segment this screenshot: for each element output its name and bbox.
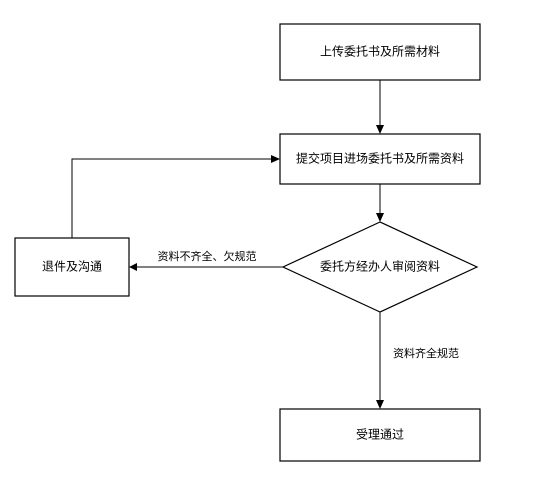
node-accept-label: 受理通过	[356, 428, 404, 442]
node-review-label: 委托方经办人审阅资料	[320, 259, 440, 274]
arrowhead-return-to-submit	[271, 155, 280, 163]
node-accept: 受理通过	[279, 408, 481, 462]
node-upload: 上传委托书及所需材料	[279, 23, 481, 81]
node-submit-label: 提交项目进场委托书及所需资料	[296, 151, 464, 166]
edge-return-to-submit	[71, 158, 271, 238]
arrowhead-upload-to-submit	[376, 125, 384, 134]
node-return-label: 退件及沟通	[42, 260, 102, 274]
node-review: 委托方经办人审阅资料	[281, 221, 479, 313]
node-accept-box	[279, 408, 481, 462]
node-review-diamond	[281, 221, 479, 313]
edge-label-complete: 资料齐全规范	[393, 346, 459, 360]
node-return: 退件及沟通	[14, 237, 130, 297]
arrowhead-submit-to-review	[376, 213, 384, 222]
node-upload-label: 上传委托书及所需材料	[320, 44, 440, 59]
arrowhead-review-to-return	[129, 263, 137, 271]
node-upload-box	[279, 23, 481, 81]
node-submit: 提交项目进场委托书及所需资料	[279, 133, 481, 185]
edges	[71, 80, 384, 409]
arrowhead-review-to-accept	[376, 400, 384, 409]
edge-label-incomplete: 资料不齐全、欠规范	[158, 249, 257, 263]
node-return-box	[14, 237, 130, 297]
node-submit-box	[279, 133, 481, 185]
